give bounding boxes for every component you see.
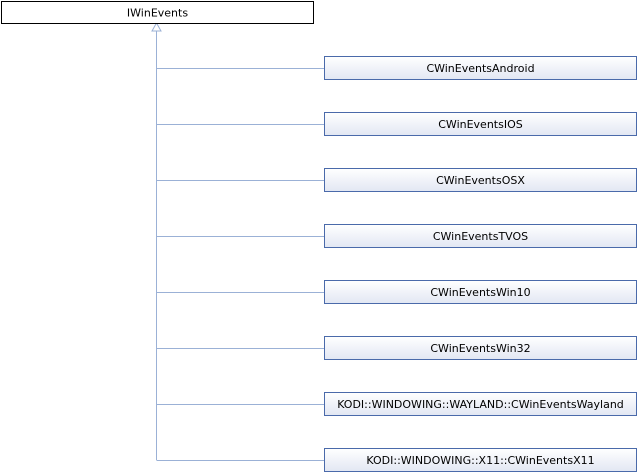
derived-class-label: CWinEventsIOS <box>438 118 522 131</box>
derived-class-box <box>324 280 637 304</box>
derived-class-label: KODI::WINDOWING::X11::CWinEventsX11 <box>366 454 594 467</box>
derived-class-node-1[interactable]: CWinEventsIOS <box>324 112 637 136</box>
derived-class-node-2[interactable]: CWinEventsOSX <box>324 168 637 192</box>
inheritance-branches <box>156 68 324 461</box>
derived-class-node-6[interactable]: KODI::WINDOWING::WAYLAND::CWinEventsWayl… <box>324 392 637 416</box>
derived-class-box <box>324 168 637 192</box>
derived-class-box <box>324 224 637 248</box>
derived-class-label: KODI::WINDOWING::WAYLAND::CWinEventsWayl… <box>337 398 624 411</box>
derived-class-box <box>324 336 637 360</box>
base-class-node[interactable]: IWinEvents <box>1 1 314 24</box>
derived-class-node-5[interactable]: CWinEventsWin32 <box>324 336 637 360</box>
derived-class-box <box>324 112 637 136</box>
derived-class-label: CWinEventsWin32 <box>430 342 530 355</box>
derived-class-box <box>324 392 637 416</box>
derived-class-box <box>324 56 637 80</box>
inheritance-edges <box>151 21 324 461</box>
derived-class-label: CWinEventsOSX <box>436 174 525 187</box>
derived-class-node-4[interactable]: CWinEventsWin10 <box>324 280 637 304</box>
derived-class-node-7[interactable]: KODI::WINDOWING::X11::CWinEventsX11 <box>324 448 637 472</box>
derived-class-node-3[interactable]: CWinEventsTVOS <box>324 224 637 248</box>
derived-class-label: CWinEventsAndroid <box>426 62 534 75</box>
base-class-box <box>1 1 314 24</box>
derived-class-label: CWinEventsTVOS <box>433 230 528 243</box>
base-class-label: IWinEvents <box>127 7 188 20</box>
inheritance-arrow-icon <box>151 21 162 32</box>
derived-class-node-0[interactable]: CWinEventsAndroid <box>324 56 637 80</box>
derived-class-label: CWinEventsWin10 <box>430 286 530 299</box>
